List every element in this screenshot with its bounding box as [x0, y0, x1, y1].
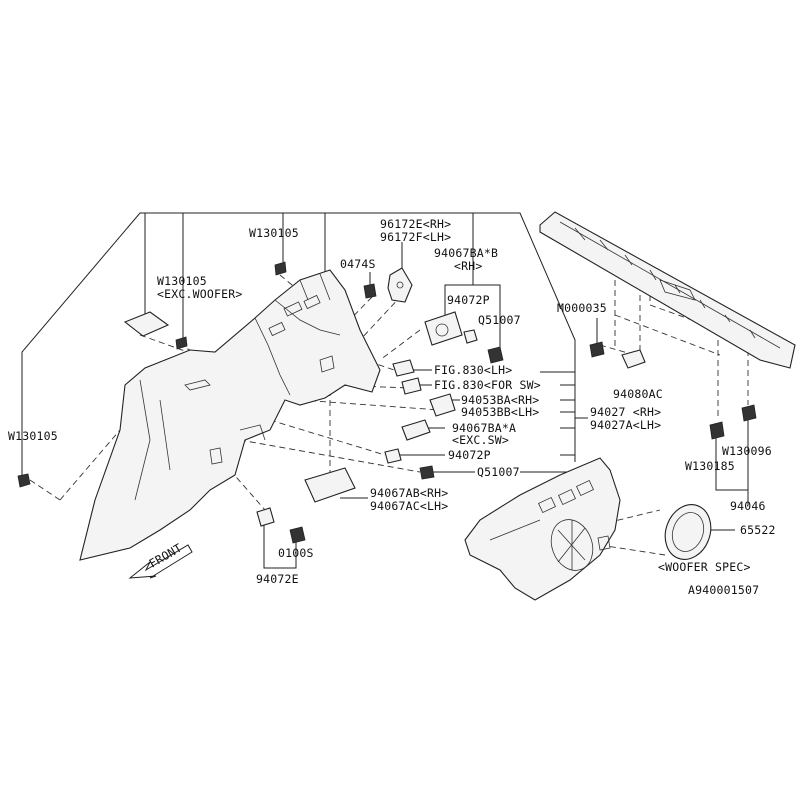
label-q51007-b: Q51007 — [477, 465, 520, 479]
connector-fig830-sw — [401, 377, 422, 395]
bolt-m000035 — [589, 341, 605, 358]
label-woofer-spec: <WOOFER SPEC> — [658, 560, 751, 574]
label-94067ba-a: 94067BA*A — [452, 421, 516, 435]
plate-94067ba-b — [424, 311, 463, 346]
screw-q51007-a — [487, 346, 504, 364]
leader-lines — [21, 212, 749, 569]
screw-0100s — [289, 526, 306, 544]
label-w130105-left: W130105 — [8, 429, 58, 443]
small-parts — [17, 261, 504, 544]
label-96172e: 96172E<RH> — [380, 217, 451, 231]
bolt-0474s — [363, 283, 377, 299]
clip-w130185 — [709, 421, 725, 440]
woofer-ring-65522 — [664, 504, 712, 560]
label-exc-sw: <EXC.SW> — [452, 433, 509, 447]
label-94072p-a: 94072P — [447, 293, 490, 307]
label-94072e: 94072E — [256, 572, 299, 586]
label-fig830-lh: FIG.830<LH> — [434, 363, 512, 377]
cover-94053 — [429, 393, 456, 417]
label-94072p-b: 94072P — [448, 448, 491, 462]
label-94053ba: 94053BA<RH> — [461, 393, 539, 407]
label-94027: 94027 <RH> — [590, 405, 661, 419]
label-rh-sub: <RH> — [454, 259, 483, 273]
clip-w130096 — [741, 404, 757, 422]
clip-w130105-left — [17, 473, 31, 488]
part-labels: W130105 W130105 <EXC.WOOFER> W130105 047… — [8, 217, 776, 597]
retainer-94072p-b — [384, 448, 402, 464]
screw-q51007-b — [419, 465, 435, 480]
rear-skirt-trim — [539, 211, 796, 440]
label-q51007-a: Q51007 — [478, 313, 521, 327]
clip-w130105-top — [274, 261, 287, 276]
label-94067ba-b: 94067BA*B — [434, 246, 498, 260]
label-94053bb: 94053BB<LH> — [461, 405, 539, 419]
quarter-trim-panel — [79, 269, 381, 561]
label-m000035: M000035 — [557, 301, 607, 315]
front-arrow — [128, 544, 193, 579]
retainer-94072p-a — [463, 329, 478, 344]
label-94027a: 94027A<LH> — [590, 418, 661, 432]
label-exc-woofer: <EXC.WOOFER> — [157, 287, 242, 301]
cover-94067ba-a — [401, 419, 431, 441]
pad-part — [123, 311, 170, 337]
woofer-trim-panel — [464, 457, 621, 601]
label-94067ac: 94067AC<LH> — [370, 499, 448, 513]
label-94080ac: 94080AC — [613, 387, 663, 401]
label-0100s: 0100S — [278, 546, 314, 560]
label-0474s: 0474S — [340, 257, 376, 271]
label-fig830-sw: FIG.830<FOR SW> — [434, 378, 541, 392]
label-65522: 65522 — [740, 523, 776, 537]
connector-fig830-lh — [392, 359, 415, 377]
retainer-94072e — [256, 507, 275, 527]
diagram-id: A940001507 — [688, 583, 759, 597]
label-w130105-exc: W130105 — [157, 274, 207, 288]
label-front: FRONT — [147, 541, 185, 571]
label-w130105-top: W130105 — [249, 226, 299, 240]
label-96172f: 96172F<LH> — [380, 230, 451, 244]
label-w130185: W130185 — [685, 459, 735, 473]
bracket-94080ac — [621, 349, 646, 369]
cover-94067ab — [304, 467, 356, 503]
clip-w130105-exc — [175, 336, 188, 350]
bracket-96172 — [387, 267, 413, 303]
label-94046: 94046 — [730, 499, 766, 513]
label-94067ab: 94067AB<RH> — [370, 486, 448, 500]
label-w130096: W130096 — [722, 444, 772, 458]
